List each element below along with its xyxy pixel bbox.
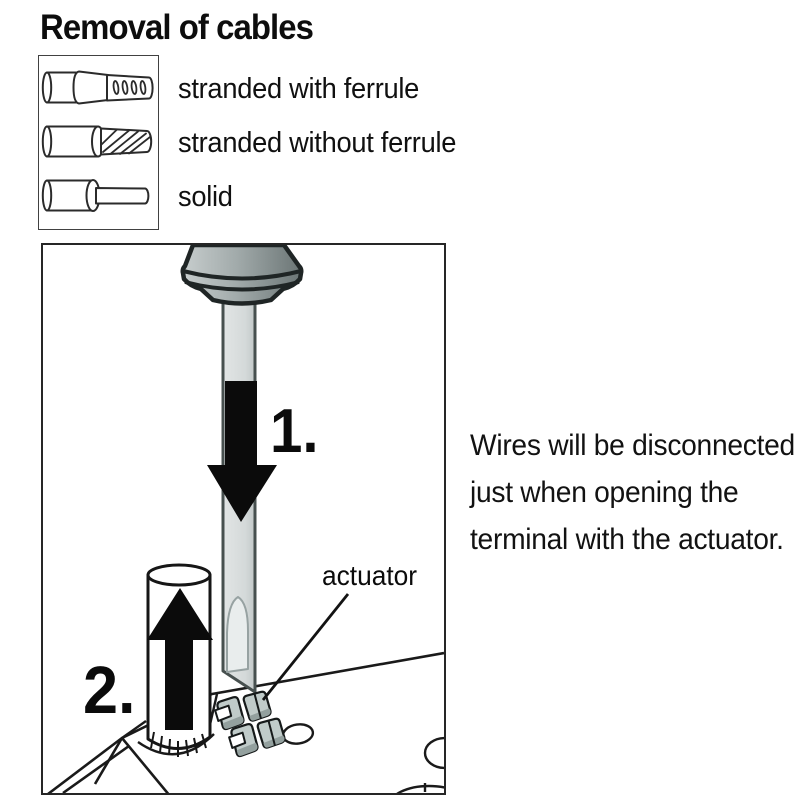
step2-label: 2. [83,652,136,727]
cable-types-legend [38,55,159,230]
step1-arrow-down-icon [207,381,277,522]
terminal-hole [281,723,315,745]
instruction-diagram: 2. 1. [41,243,446,795]
actuator-clips [212,689,288,759]
step2-arrow-up-icon [147,588,213,730]
stranded-without-ferrule-icon [41,125,153,158]
legend-label-solid: solid [178,181,233,213]
actuator-leader-line [261,593,350,701]
solid-wire-icon [41,179,150,212]
screwdriver-handle [180,245,304,306]
legend-label-stranded-without-ferrule: stranded without ferrule [178,127,457,159]
screwdriver-blade-tip [226,596,249,673]
note-text: Wires will be disconnected just when ope… [470,422,800,563]
note-line: just when opening the [470,476,739,509]
legend-label-stranded-with-ferrule: stranded with ferrule [178,73,420,105]
page-title: Removal of cables [40,8,314,47]
cable-top-end [146,563,212,587]
note-line: Wires will be disconnected [470,429,795,462]
stranded-with-ferrule-icon [41,70,154,105]
step1-label: 1. [270,396,319,465]
cable-strands [150,731,207,757]
note-line: terminal with the actuator. [470,523,784,556]
actuator-label: actuator [322,559,417,591]
